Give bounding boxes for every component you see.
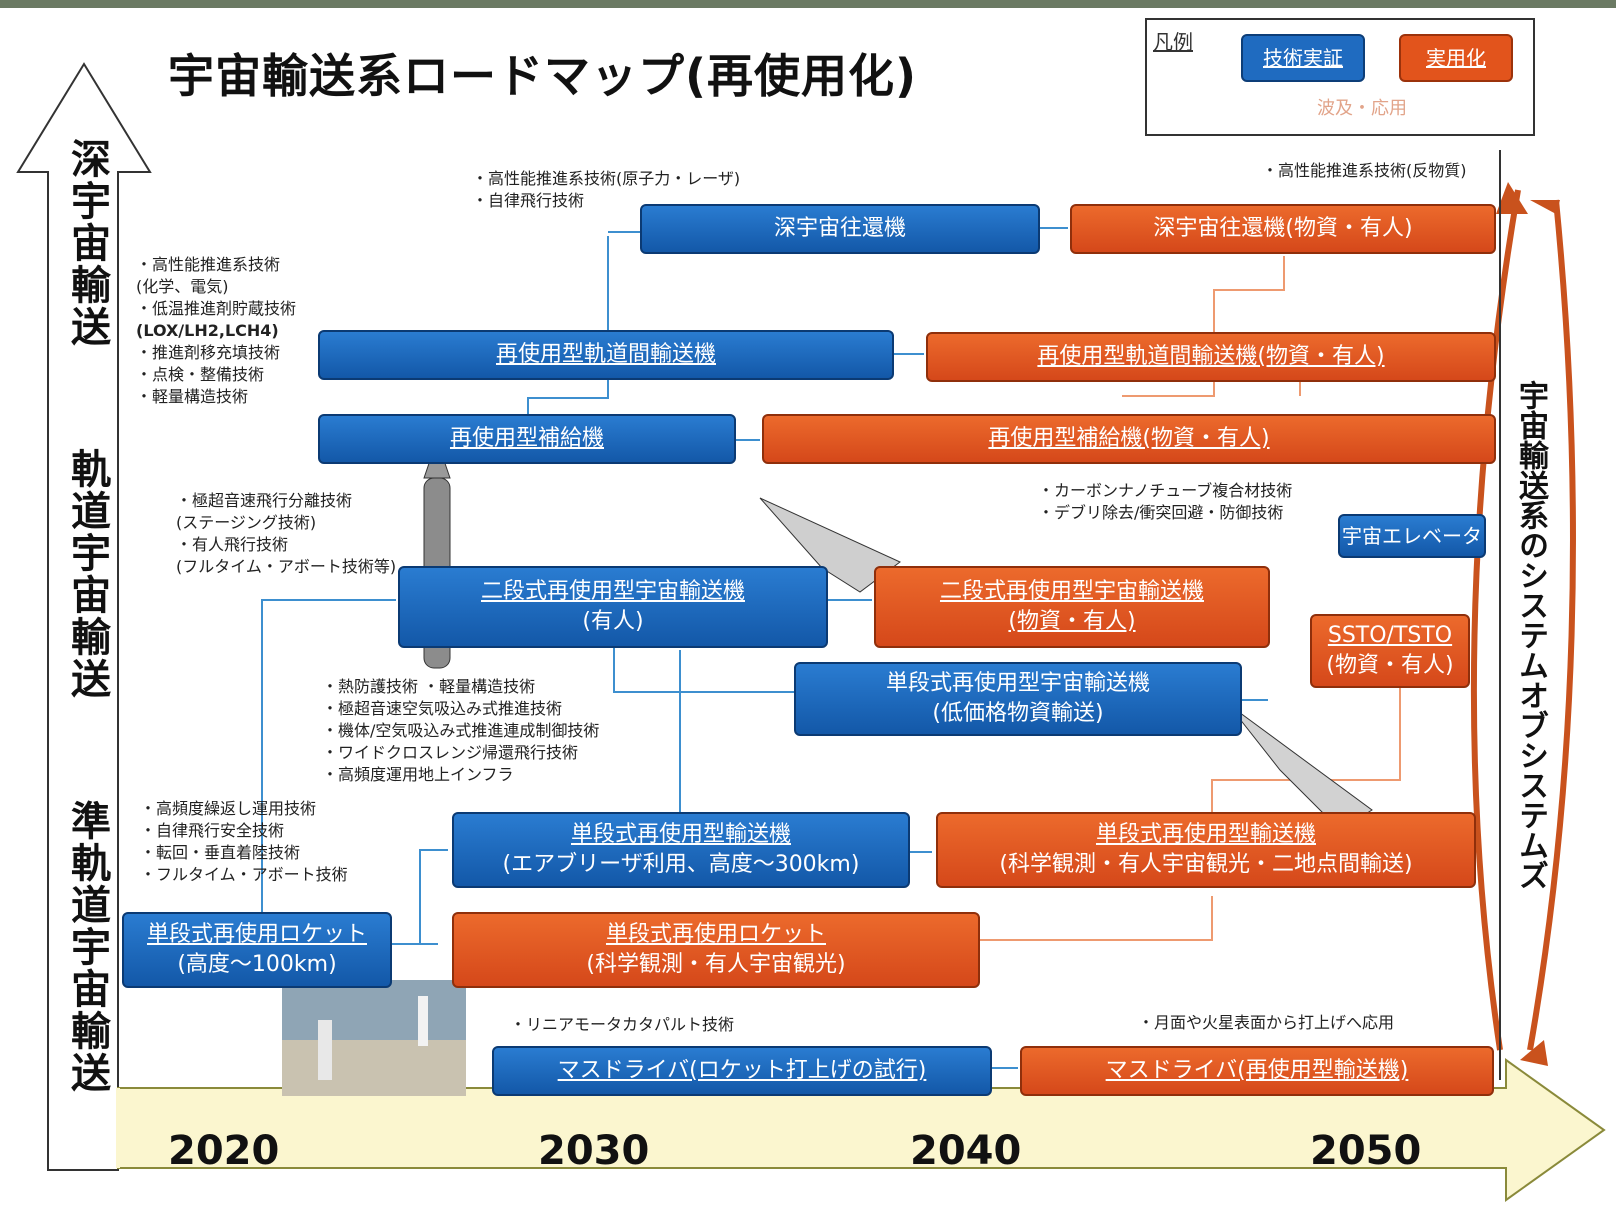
year-2040: 2040 <box>910 1128 1022 1174</box>
ssto-tourism-box: 単段式再使用型輸送機 (科学観測・有人宇宙観光・二地点間輸送) <box>936 812 1476 888</box>
otv-demo-box: 再使用型軌道間輸送機 <box>318 330 894 380</box>
axis-label-deep-space: 深宇宙輸送 <box>64 138 110 348</box>
tsto-demo-label-2: (有人) <box>582 609 644 634</box>
spaceplane-illustration-upper <box>759 497 901 593</box>
note-line: ・軽量構造技術 <box>136 387 249 406</box>
rocket-practical-box: 単段式再使用ロケット (科学観測・有人宇宙観光) <box>452 912 980 988</box>
tsto-practical-label-2: (物資・有人) <box>1008 609 1136 634</box>
massdriver-practical-box: マスドライバ(再使用型輸送機) <box>1020 1046 1494 1096</box>
ssto-cargo-label-1: 単段式再使用型宇宙輸送機 <box>885 671 1150 696</box>
notes-rocket: ・高頻度繰返し運用技術 ・自律飛行安全技術 ・転回・垂直着陸技術 ・フルタイム・… <box>140 798 348 886</box>
note-antimatter: ・高性能推進系技術(反物質) <box>1262 161 1467 180</box>
notes-carbon: ・カーボンナノチューブ複合材技術 ・デブリ除去/衝突回避・防御技術 <box>1038 480 1292 524</box>
resupply-practical-label: 再使用型補給機(物資・有人) <box>988 426 1270 451</box>
ssto-cargo-box: 単段式再使用型宇宙輸送機 (低価格物資輸送) <box>794 662 1242 736</box>
note-line: (ステージング技術) <box>176 513 317 532</box>
massdriver-practical-label: マスドライバ(再使用型輸送機) <box>1105 1058 1409 1083</box>
otv-practical-box: 再使用型軌道間輸送機(物資・有人) <box>926 332 1496 382</box>
axis-label-orbital: 軌道宇宙輸送 <box>64 448 110 700</box>
rocket-demo-label-2: (高度～100km) <box>177 952 337 977</box>
note-lunar: ・月面や火星表面から打上げへ応用 <box>1138 1013 1395 1032</box>
deep-space-demo-label: 深宇宙往還機 <box>773 216 906 241</box>
note-line: ・熱防護技術 ・軽量構造技術 <box>322 677 536 696</box>
note-line: ・点検・整備技術 <box>136 365 265 384</box>
blue-connectors <box>261 227 1268 1069</box>
notes-tsto: ・極超音速飛行分離技術 (ステージング技術) ・有人飛行技術 (フルタイム・アボ… <box>176 490 396 578</box>
ssto-tourism-label-1: 単段式再使用型輸送機 <box>1095 822 1316 847</box>
axis-label-suborbital: 準軌道宇宙輸送 <box>64 800 110 1094</box>
legend-practical: 実用化 <box>1399 34 1513 82</box>
ssto-tourism-label-2: (科学観測・有人宇宙観光・二地点間輸送) <box>999 852 1413 877</box>
rocket-practical-label-1: 単段式再使用ロケット <box>605 922 826 947</box>
tsto-demo-label-1: 二段式再使用型宇宙輸送機 <box>480 579 745 604</box>
note-line: ・高性能推進系技術 <box>136 255 281 274</box>
rocket-practical-label-2: (科学観測・有人宇宙観光) <box>586 952 846 977</box>
note-line: (フルタイム・アボート技術等) <box>176 557 397 576</box>
note-line: ・高性能推進系技術(原子力・レーザ) <box>472 169 741 188</box>
deep-space-practical-box: 深宇宙往還機(物資・有人) <box>1070 204 1496 254</box>
resupply-practical-box: 再使用型補給機(物資・有人) <box>762 414 1496 464</box>
ssto-tsto-label-2: (物資・有人) <box>1326 653 1454 678</box>
note-line: ・機体/空気吸込み式推進連成制御技術 <box>322 721 600 740</box>
note-line: ・極超音速空気吸込み式推進技術 <box>322 699 563 718</box>
vertical-axis-arrow <box>16 62 152 1171</box>
airbreather-demo-box: 単段式再使用型輸送機 (エアブリーザ利用、高度～300km) <box>452 812 910 888</box>
resupply-demo-label: 再使用型補給機 <box>449 426 604 451</box>
notes-thermal: ・熱防護技術 ・軽量構造技術 ・極超音速空気吸込み式推進技術 ・機体/空気吸込み… <box>322 676 599 786</box>
note-line: ・フルタイム・アボート技術 <box>140 865 348 884</box>
otv-practical-label: 再使用型軌道間輸送機(物資・有人) <box>1037 344 1385 369</box>
massdriver-demo-box: マスドライバ(ロケット打上げの試行) <box>492 1046 992 1096</box>
note-line: ・自律飛行技術 <box>472 191 585 210</box>
note-line: ・カーボンナノチューブ複合材技術 <box>1038 481 1293 500</box>
tsto-practical-label-1: 二段式再使用型宇宙輸送機 <box>939 579 1204 604</box>
tsto-demo-box: 二段式再使用型宇宙輸送機 (有人) <box>398 566 828 648</box>
note-line: ・高頻度運用地上インフラ <box>322 765 514 784</box>
launch-photo <box>282 980 466 1096</box>
page-title: 宇宙輸送系ロードマップ(再使用化) <box>168 49 918 103</box>
space-elevator-label: 宇宙エレベータ <box>1342 524 1482 548</box>
note-line: (LOX/LH2,LCH4) <box>136 321 279 340</box>
ssto-tsto-label-1: SSTO/TSTO <box>1327 623 1453 648</box>
system-of-systems-label: 宇宙輸送系のシステムオブシステムズ <box>1513 380 1548 890</box>
notes-deep-space: ・高性能推進系技術(原子力・レーザ) ・自律飛行技術 <box>472 168 740 212</box>
note-line: ・ワイドクロスレンジ帰還飛行技術 <box>322 743 579 762</box>
legend-label: 凡例 <box>1153 30 1193 54</box>
airbreather-label-1: 単段式再使用型輸送機 <box>570 822 791 847</box>
legend-tech-demo: 技術実証 <box>1241 34 1365 82</box>
note-line: ・デブリ除去/衝突回避・防御技術 <box>1038 503 1284 522</box>
note-linear-motor: ・リニアモータカタパルト技術 <box>510 1015 735 1034</box>
deep-space-demo-box: 深宇宙往還機 <box>640 204 1040 254</box>
airbreather-label-2: (エアブリーザ利用、高度～300km) <box>502 852 860 877</box>
otv-demo-label: 再使用型軌道間輸送機 <box>495 342 716 367</box>
note-line: (化学、電気) <box>136 277 229 296</box>
note-line: ・自律飛行安全技術 <box>140 821 285 840</box>
deep-space-practical-label: 深宇宙往還機(物資・有人) <box>1153 216 1413 241</box>
ssto-tsto-box: SSTO/TSTO (物資・有人) <box>1310 614 1470 688</box>
rocket-demo-box: 単段式再使用ロケット (高度～100km) <box>122 912 392 988</box>
massdriver-demo-label: マスドライバ(ロケット打上げの試行) <box>557 1058 927 1083</box>
note-line: ・推進剤移充填技術 <box>136 343 281 362</box>
legend-spread: 波及・応用 <box>1317 98 1407 119</box>
year-2020: 2020 <box>168 1128 280 1174</box>
note-line: ・高頻度繰返し運用技術 <box>140 799 317 818</box>
space-elevator-box: 宇宙エレベータ <box>1338 514 1486 558</box>
legend: 凡例 技術実証 実用化 波及・応用 <box>1145 18 1535 136</box>
year-2050: 2050 <box>1310 1128 1422 1174</box>
note-line: ・有人飛行技術 <box>176 535 289 554</box>
ssto-cargo-label-2: (低価格物資輸送) <box>932 701 1104 726</box>
note-line: ・極超音速飛行分離技術 <box>176 491 353 510</box>
rocket-demo-label-1: 単段式再使用ロケット <box>146 922 367 947</box>
notes-otv: ・高性能推進系技術 (化学、電気) ・低温推進剤貯蔵技術 (LOX/LH2,LC… <box>136 254 296 408</box>
note-line: ・低温推進剤貯蔵技術 <box>136 299 297 318</box>
note-line: ・転回・垂直着陸技術 <box>140 843 301 862</box>
resupply-demo-box: 再使用型補給機 <box>318 414 736 464</box>
tsto-practical-box: 二段式再使用型宇宙輸送機 (物資・有人) <box>874 566 1270 648</box>
year-2030: 2030 <box>538 1128 650 1174</box>
